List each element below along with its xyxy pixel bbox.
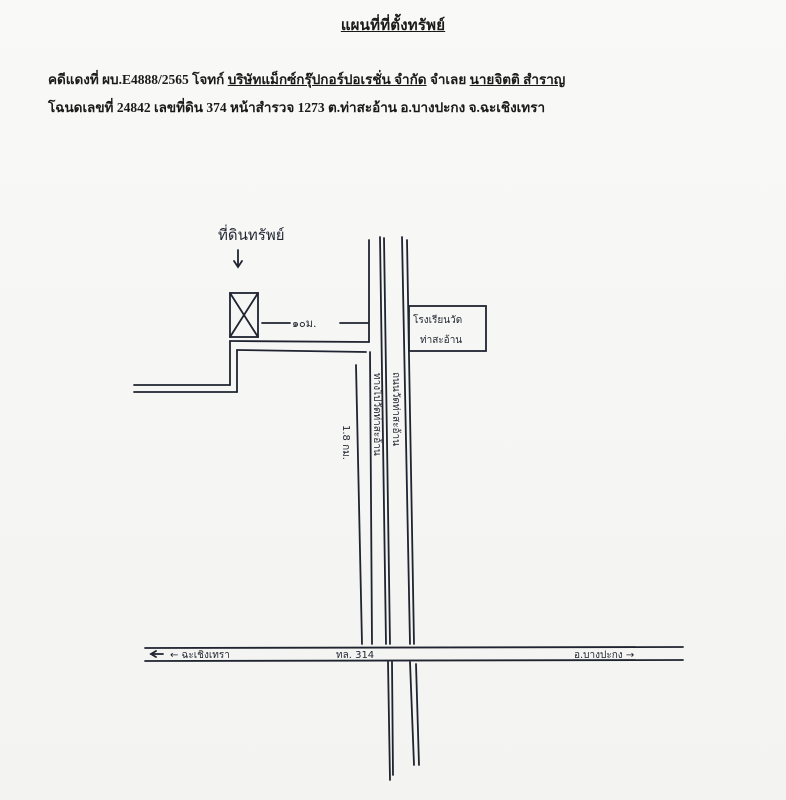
property-marker-icon (229, 292, 259, 338)
landmark-label-line1: โรงเรียนวัด (413, 313, 462, 326)
direction-left-label: ← ฉะเชิงเทรา (170, 650, 230, 661)
side-distance-label: 1.8 กม. (340, 425, 351, 460)
plaintiff-name: บริษัทแม็กซ์กรุ๊ปกอร์ปอเรชั่น จำกัด (227, 72, 427, 87)
property-label: ที่ดินทรัพย์ (218, 224, 285, 244)
landmark-label-line2: ท่าสะอ้าน (420, 334, 462, 346)
vertical-road-right-label: ถนนวัดท่าสะอ้าน (390, 372, 402, 446)
case-info-line: คดีแดงที่ ผบ.E4888/2565 โจทก์ บริษัทแม็ก… (48, 68, 565, 90)
deed-info-line: โฉนดเลขที่ 24842 เลขที่ดิน 374 หน้าสำรวจ… (48, 100, 546, 115)
main-road-label: ทล. 314 (336, 650, 374, 661)
direction-right-label: อ.บางปะกง → (574, 650, 634, 661)
distance-label: ๑๐ม. (292, 317, 316, 330)
defendant-name: นายจิตติ สำราญ (469, 72, 566, 87)
vertical-road-left-label: ทางไปวัดท่าสะอ้าน (371, 373, 383, 456)
page-title: แผนที่ที่ตั้งทรัพย์ (340, 18, 446, 34)
case-number: คดีแดงที่ ผบ.E4888/2565 โจทก์ (48, 72, 225, 87)
defendant-label: จำเลย (429, 72, 467, 87)
